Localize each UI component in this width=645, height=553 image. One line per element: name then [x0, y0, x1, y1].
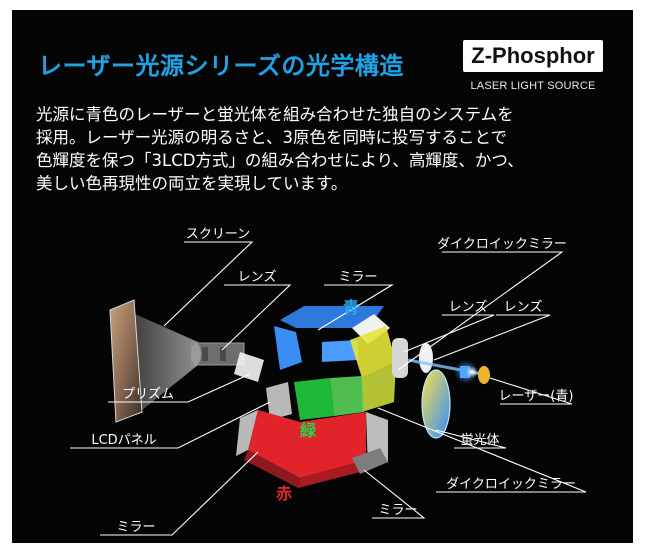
projection-beam — [126, 310, 198, 415]
brand-name: Z-Phosphor — [471, 43, 595, 68]
label-blue: 青 — [343, 298, 359, 317]
blue-mirror-face — [322, 340, 358, 362]
label-lens-mid: レンズ — [449, 299, 488, 315]
label-dichroic-bottom: ダイクロイックミラー — [446, 477, 576, 492]
lens-right-shape — [419, 343, 433, 373]
lcd-panel-shape — [266, 382, 292, 420]
mirror-bottom-left-shape — [236, 410, 258, 456]
label-lcd-panel: LCDパネル — [91, 433, 156, 448]
blue-panel-shape — [274, 326, 302, 370]
label-lens-projection: レンズ — [238, 269, 277, 285]
label-red: 赤 — [276, 484, 292, 503]
green-path-shape — [294, 378, 334, 420]
laser-source-shape — [478, 366, 490, 384]
label-laser: レーザー(青) — [499, 389, 574, 404]
label-mirror-top: ミラー — [338, 270, 377, 285]
lens-mid-shape — [392, 338, 408, 378]
optical-structure-diagram: スクリーン レンズ ミラー ダイクロイックミラー レンズ レンズ レーザー(青)… — [70, 227, 587, 536]
label-lens-right: レンズ — [504, 299, 543, 315]
description-line: 美しい色再現性の両立を実現しています。 — [36, 174, 348, 193]
red-path-shape — [248, 410, 366, 478]
dichroic-top-shape — [350, 326, 396, 378]
prism-shape — [234, 352, 264, 382]
diagram-panel: レーザー光源シリーズの光学構造 Z-Phosphor LASER LIGHT S… — [12, 10, 633, 543]
description-line: 光源に青色のレーザーと蛍光体を組み合わせた独自のシステムを — [36, 105, 514, 124]
label-screen: スクリーン — [186, 227, 250, 242]
label-mirror-bottom-left: ミラー — [116, 520, 155, 535]
label-green: 緑 — [300, 421, 317, 440]
brand-logo-box: Z-Phosphor — [463, 40, 603, 72]
description-line: 色輝度を保つ「3LCD方式」の組み合わせにより、高輝度、かつ、 — [36, 151, 524, 170]
description-line: 採用。レーザー光源の明るさと、3原色を同時に投写することで — [36, 128, 508, 147]
label-mirror-bottom-right: ミラー — [378, 503, 417, 518]
label-dichroic-top: ダイクロイックミラー — [437, 237, 567, 252]
blue-path-shape — [280, 306, 384, 328]
screen-shape — [109, 299, 143, 423]
label-phosphor: 蛍光体 — [460, 433, 499, 448]
brand-subtitle: LASER LIGHT SOURCE — [470, 80, 596, 92]
phosphor-shape — [421, 369, 451, 439]
description: 光源に青色のレーザーと蛍光体を組み合わせた独自のシステムを 採用。レーザー光源の… — [36, 103, 626, 195]
page-title: レーザー光源シリーズの光学構造 — [38, 52, 404, 80]
label-prism: プリズム — [122, 386, 174, 402]
